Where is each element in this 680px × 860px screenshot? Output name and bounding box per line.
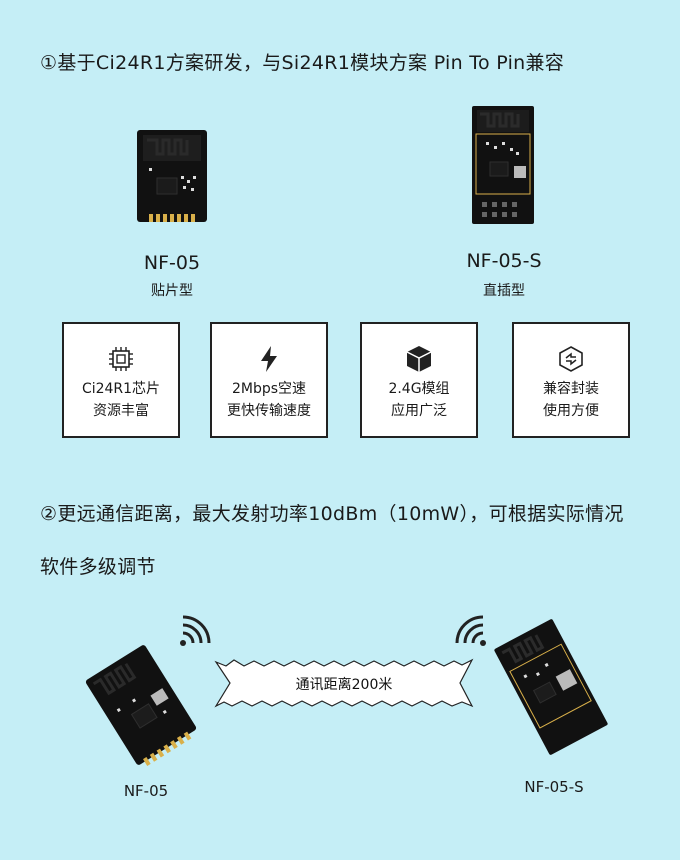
bottom-label-nf05s: NF-05-S xyxy=(524,778,584,796)
nf05s-module-tilted-image xyxy=(494,619,608,755)
range-banner-text: 通讯距离200米 xyxy=(296,676,393,693)
feature-chip-title: Ci24R1芯片 xyxy=(81,381,161,397)
feature-package-title: 兼容封装 xyxy=(543,381,599,397)
package-icon xyxy=(559,346,583,372)
feature-chip-desc: 资源丰富 xyxy=(93,403,149,419)
wifi-signal-icon-right xyxy=(455,615,486,646)
chip-icon xyxy=(109,347,133,371)
feature-module-title: 2.4G模组 xyxy=(388,381,450,397)
module-type-nf05: 贴片型 xyxy=(151,283,193,299)
feature-package-desc: 使用方便 xyxy=(543,403,599,419)
nf05-module-tilted-image xyxy=(85,645,197,766)
feature-module-desc: 应用广泛 xyxy=(391,403,447,419)
lightning-icon xyxy=(261,346,277,372)
section1-heading: ①基于Ci24R1方案研发，与Si24R1模块方案 Pin To Pin兼容 xyxy=(40,52,565,74)
feature-card-chip: Ci24R1芯片 资源丰富 xyxy=(62,322,180,438)
range-banner: 通讯距离200米 xyxy=(214,658,474,708)
nf05-module-image xyxy=(137,130,207,222)
feature-card-module: 2.4G模组 应用广泛 xyxy=(360,322,478,438)
module-name-nf05s: NF-05-S xyxy=(466,250,542,272)
wifi-signal-icon-left xyxy=(180,615,211,646)
nf05s-module-image xyxy=(472,106,534,224)
bottom-label-nf05: NF-05 xyxy=(123,782,169,800)
module-type-nf05s: 直插型 xyxy=(483,283,525,299)
feature-speed-title: 2Mbps空速 xyxy=(231,381,307,397)
feature-card-package: 兼容封装 使用方便 xyxy=(512,322,630,438)
section2-heading-line1: ②更远通信距离，最大发射功率10dBm（10mW），可根据实际情况 xyxy=(40,503,624,525)
cube-icon xyxy=(406,346,432,372)
feature-card-speed: 2Mbps空速 更快传输速度 xyxy=(210,322,328,438)
module-name-nf05: NF-05 xyxy=(143,252,201,274)
section2-heading-line2: 软件多级调节 xyxy=(40,556,156,578)
feature-speed-desc: 更快传输速度 xyxy=(227,403,311,419)
